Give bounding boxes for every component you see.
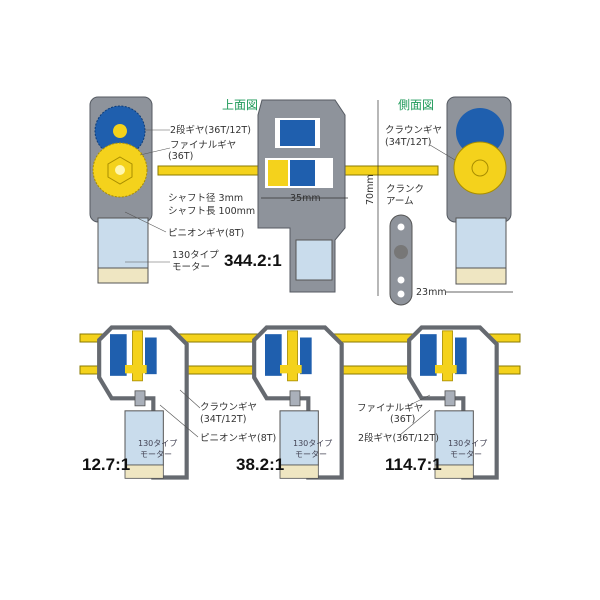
- motor-type-config-1: 130タイプ: [138, 439, 177, 448]
- final-gear-teeth-label: (36T): [168, 151, 193, 162]
- top-view-title: 上面図: [222, 98, 258, 112]
- two-stage-gear-label-bottom: 2段ギヤ(36T/12T): [358, 432, 439, 444]
- shaft-length-label: シャフト長 100mm: [168, 206, 255, 217]
- motor-label: モーター: [172, 262, 210, 273]
- final-gear-label: ファイナルギヤ: [170, 140, 236, 151]
- pinion-gear-label-bottom: ピニオンギヤ(8T): [200, 433, 276, 444]
- motor-icon: [97, 217, 149, 271]
- crown-gear-icon: [456, 108, 504, 156]
- gear-ratio-main: 344.2:1: [224, 251, 282, 270]
- final-gear-teeth-label-bottom: (36T): [390, 414, 415, 425]
- crank-label: クランク: [386, 184, 424, 195]
- crank-arm-icon: [389, 214, 413, 306]
- gear-ratio-config-3: 114.7:1: [385, 455, 442, 474]
- motor-label-config-1: モーター: [140, 450, 172, 459]
- crown-gear-label: クラウンギヤ: [385, 125, 442, 136]
- width-dimension-label: 35mm: [290, 193, 321, 204]
- pinion-gear-label: ピニオンギヤ(8T): [168, 228, 244, 239]
- crown-gear-teeth-label-bottom: (34T/12T): [200, 414, 246, 425]
- height-dimension-label: 70mm: [365, 174, 376, 205]
- motor-type-config-3: 130タイプ: [448, 439, 487, 448]
- top-view: [257, 99, 346, 293]
- side-view-left: [89, 96, 153, 284]
- motor-label-config-3: モーター: [450, 450, 482, 459]
- final-gear-label-bottom: ファイナルギヤ: [357, 403, 423, 414]
- gear-ratio-config-2: 38.2:1: [236, 455, 284, 474]
- leader-lines: [124, 129, 456, 438]
- shaft-diameter-label: シャフト径 3mm: [168, 192, 243, 204]
- side-view-right: [446, 96, 512, 285]
- motor-label-config-2: モーター: [295, 450, 327, 459]
- two-stage-gear-label: 2段ギヤ(36T/12T): [170, 124, 251, 136]
- crown-gear-teeth-label: (34T/12T): [385, 137, 431, 148]
- arm-label: アーム: [386, 196, 414, 207]
- motor-type-config-2: 130タイプ: [293, 439, 332, 448]
- depth-dimension-label: 23mm: [416, 287, 447, 298]
- side-view-title: 側面図: [398, 98, 434, 112]
- crown-gear-label-bottom: クラウンギヤ: [200, 402, 257, 413]
- gear-ratio-config-1: 12.7:1: [82, 455, 130, 474]
- motor-type-label: 130タイプ: [172, 250, 219, 261]
